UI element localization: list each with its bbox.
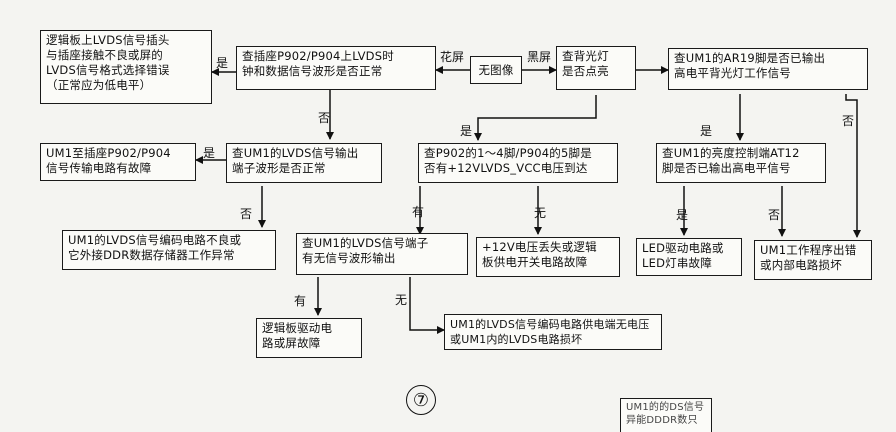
label-heiping: 黑屏 xyxy=(527,50,552,64)
node-n2: 查插座P902/P904上LVDS时 钟和数据信号波形是否正常 xyxy=(236,46,436,90)
label-n4-yes: 是 xyxy=(460,124,473,138)
edge-n5-to-n14 xyxy=(845,94,861,238)
node-n10: UM1的LVDS信号编码电路不良或 它外接DDR数据存储器工作异常 xyxy=(62,230,276,270)
node-n14: UM1工作程序出错 或内部电路损坏 xyxy=(754,240,872,280)
label-n9-no: 否 xyxy=(768,208,781,222)
node-n12: +12V电压丢失或逻辑 板供电开关电路故障 xyxy=(476,237,620,277)
label-n5-yes: 是 xyxy=(700,124,713,138)
label-n9-yes: 是 xyxy=(676,208,689,222)
node-n16: UM1的LVDS信号编码电路供电端无电压 或UM1内的LVDS电路损坏 xyxy=(444,314,662,350)
label-huaping: 花屏 xyxy=(440,50,465,64)
label-n2-yes: 是 xyxy=(216,56,229,70)
node-n5: 查UM1的AR19脚是否已输出 高电平背光灯工作信号 xyxy=(668,48,868,90)
label-n8-yes: 有 xyxy=(412,205,425,219)
node-n4: 查背光灯 是否点亮 xyxy=(556,46,636,90)
node-n13: LED驱动电路或 LED灯串故障 xyxy=(636,238,742,276)
page-number: ⑦ xyxy=(406,385,436,415)
label-n11-yes: 有 xyxy=(294,294,307,308)
node-n11: 查UM1的LVDS信号端子 有无信号波形输出 xyxy=(296,233,468,275)
node-n7: 查UM1的LVDS信号输出 端子波形是否正常 xyxy=(226,143,382,183)
label-n11-no: 无 xyxy=(395,293,408,307)
label-n5-no: 否 xyxy=(842,114,855,128)
node-n3-no-image: 无图像 xyxy=(470,56,522,84)
node-n8: 查P902的1～4脚/P904的5脚是 否有+12VLVDS_VCC电压到达 xyxy=(418,143,618,183)
label-n2-no: 否 xyxy=(318,111,331,125)
label-n7-no: 否 xyxy=(240,207,253,221)
label-n7-yes: 是 xyxy=(203,146,216,160)
edge-n4-to-n8 xyxy=(474,95,597,141)
node-n9: 查UM1的亮度控制端AT12 脚是否已输出高电平信号 xyxy=(656,143,826,183)
edge-n11-to-n16 xyxy=(409,277,445,334)
node-n15: 逻辑板驱动电 路或屏故障 xyxy=(256,318,362,358)
node-n6: UM1至插座P902/P904 信号传输电路有故障 xyxy=(40,143,196,181)
node-n17-partial: UM1的的DS信号 异能DDDR数只 xyxy=(620,398,712,432)
node-n1: 逻辑板上LVDS信号插头 与插座接触不良或屏的 LVDS信号格式选择错误 （正常… xyxy=(40,30,212,104)
label-n8-no: 无 xyxy=(534,206,547,220)
